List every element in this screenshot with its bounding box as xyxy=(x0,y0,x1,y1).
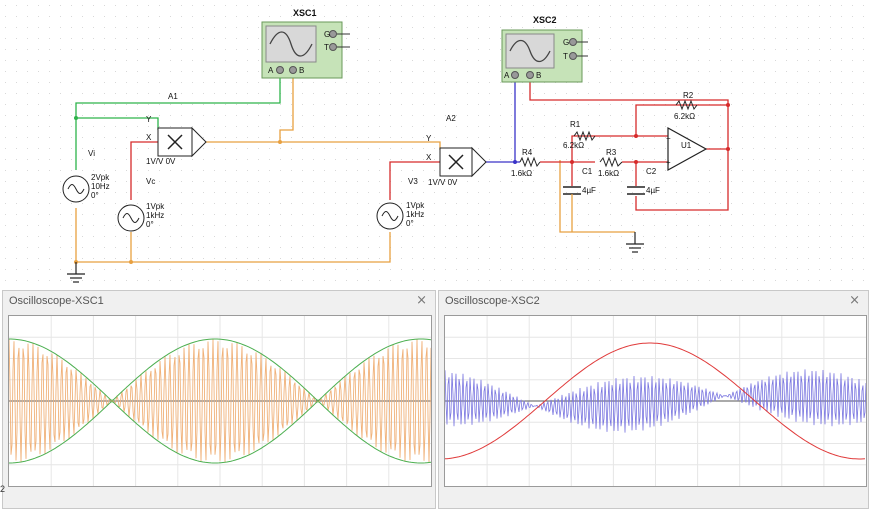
xsc2-b-label: B xyxy=(536,71,541,80)
oscilloscope-window-xsc1[interactable]: Oscilloscope-XSC1 × xyxy=(2,290,436,509)
multiplier-a2[interactable] xyxy=(439,146,487,178)
v3-phase: 0° xyxy=(406,219,414,228)
vi-freq: 10Hz xyxy=(91,182,110,191)
r2-value: 6.2kΩ xyxy=(674,112,695,121)
v3-label: V3 xyxy=(408,177,418,186)
resistor-r1[interactable] xyxy=(573,130,596,142)
wire-red-v3-to-a2-x xyxy=(389,161,440,200)
close-icon[interactable]: × xyxy=(849,293,860,308)
xsc2-g-label: G xyxy=(563,38,569,47)
oscilloscope-window-xsc2[interactable]: Oscilloscope-XSC2 × xyxy=(438,290,869,509)
xsc2-a-label: A xyxy=(504,71,510,80)
vi-amp: 2Vpk xyxy=(91,173,110,182)
wire-orange-ground-rail xyxy=(75,208,391,263)
wire-red-c2-bottom xyxy=(635,196,640,211)
a2-y-label: Y xyxy=(426,134,432,143)
wire-orange-a1-out xyxy=(206,141,441,150)
vi-phase: 0° xyxy=(91,191,99,200)
vc-amp: 1Vpk xyxy=(146,202,165,211)
resistor-r4[interactable] xyxy=(519,156,541,168)
vc-freq: 1kHz xyxy=(146,211,164,220)
ground-symbol-right xyxy=(626,232,644,253)
a1-label: A1 xyxy=(168,92,178,101)
xsc2-label: XSC2 xyxy=(533,15,557,25)
r4-label: R4 xyxy=(522,148,533,157)
trace-envelope xyxy=(9,338,431,401)
xsc1-label: XSC1 xyxy=(293,8,317,18)
source-vc[interactable] xyxy=(117,204,145,232)
wire-red-to-xsc2-b xyxy=(529,82,729,105)
opamp-u1[interactable] xyxy=(667,126,708,172)
xsc2-t-label: T xyxy=(563,52,568,61)
r1-label: R1 xyxy=(570,120,581,129)
capacitor-c1[interactable] xyxy=(563,186,581,195)
trace-carrier xyxy=(9,338,431,463)
xsc1-g-label: G xyxy=(324,30,330,39)
wire-red-r1-right xyxy=(595,104,729,211)
v3-freq: 1kHz xyxy=(406,210,424,219)
window-title-xsc2: Oscilloscope-XSC2 xyxy=(445,295,540,307)
a1-y-label: Y xyxy=(146,115,152,124)
oscilloscope-xsc1[interactable] xyxy=(261,21,350,79)
trace-channel-a xyxy=(445,369,866,433)
wire-green-vi-to-a1-y xyxy=(76,117,159,130)
u1-label: U1 xyxy=(681,141,692,150)
edge-fragment-text: 2 xyxy=(0,484,6,494)
vc-phase: 0° xyxy=(146,220,154,229)
window-title-xsc1: Oscilloscope-XSC1 xyxy=(9,295,104,307)
xsc1-a-label: A xyxy=(268,66,274,75)
source-v3[interactable] xyxy=(376,202,404,230)
wire-green-vi-to-xsc1-a xyxy=(75,78,281,170)
a2-x-label: X xyxy=(426,153,432,162)
trace-channel-b xyxy=(445,342,866,460)
a1-x-label: X xyxy=(146,133,152,142)
source-vi[interactable] xyxy=(62,175,90,203)
scope-screen-xsc1[interactable] xyxy=(8,315,432,487)
resistor-r2[interactable] xyxy=(675,99,698,111)
c1-value: 4µF xyxy=(582,186,596,195)
r4-value: 1.6kΩ xyxy=(511,169,532,178)
wire-orange-filter-ground xyxy=(559,160,635,233)
xsc1-b-label: B xyxy=(299,66,304,75)
junction-dots xyxy=(74,140,282,264)
c1-label: C1 xyxy=(582,167,593,176)
vc-label: Vc xyxy=(146,177,155,186)
xsc1-t-label: T xyxy=(324,43,329,52)
r1-value: 6.2kΩ xyxy=(563,141,584,150)
oscilloscope-xsc2[interactable] xyxy=(501,29,588,83)
wire-red-vc-to-a1-x xyxy=(130,141,158,200)
junction-dots-red xyxy=(570,103,730,164)
vi-label: Vi xyxy=(88,149,95,158)
c2-value: 4µF xyxy=(646,186,660,195)
ground-symbol-left xyxy=(67,262,85,283)
junction-dots-green xyxy=(74,116,78,120)
wire-blue-a2-out xyxy=(486,82,516,163)
u1-plus: + xyxy=(666,158,671,167)
close-icon[interactable]: × xyxy=(416,293,427,308)
trace-envelope xyxy=(9,401,431,464)
c2-label: C2 xyxy=(646,167,657,176)
r3-label: R3 xyxy=(606,148,617,157)
multiplier-a1[interactable] xyxy=(157,126,207,158)
u1-minus: − xyxy=(666,134,671,143)
wire-orange-to-xsc1-b xyxy=(279,78,294,142)
r2-label: R2 xyxy=(683,91,694,100)
v3-amp: 1Vpk xyxy=(406,201,425,210)
r3-value: 1.6kΩ xyxy=(598,169,619,178)
junction-dot-blue xyxy=(513,160,517,164)
a2-label: A2 xyxy=(446,114,456,123)
capacitor-c2[interactable] xyxy=(627,186,645,195)
scope-screen-xsc2[interactable] xyxy=(444,315,867,487)
resistor-r3[interactable] xyxy=(599,156,623,168)
a2-gain-label: 1V/V 0V xyxy=(428,178,458,187)
circuit-schematic[interactable]: XSC1 G T A B XSC2 G T A B A1 Y X 1V/V 0V… xyxy=(0,0,869,290)
a1-gain-label: 1V/V 0V xyxy=(146,157,176,166)
